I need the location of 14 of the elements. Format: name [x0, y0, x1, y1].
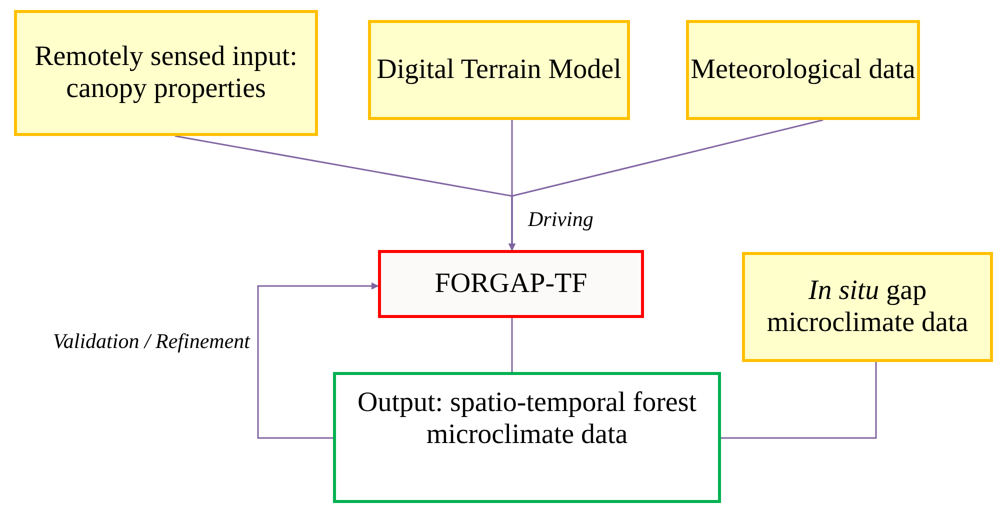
output-box — [333, 372, 721, 503]
box-text: In situ gap microclimate data — [766, 274, 970, 340]
input-box — [368, 20, 630, 120]
box-text: Output: spatio-temporal forest microclimate data — [356, 387, 698, 452]
box-text: Digital Terrain Model — [376, 54, 622, 86]
box-text: FORGAP-TF — [434, 268, 588, 300]
box-text: Remotely sensed input: canopy properties — [34, 40, 298, 106]
arrow — [257, 282, 379, 439]
model-box — [378, 250, 644, 318]
input-box — [14, 10, 318, 136]
input-box — [742, 252, 993, 362]
input-box — [686, 20, 920, 120]
arrow — [508, 119, 824, 251]
box-text: Meteorological data — [690, 54, 916, 86]
